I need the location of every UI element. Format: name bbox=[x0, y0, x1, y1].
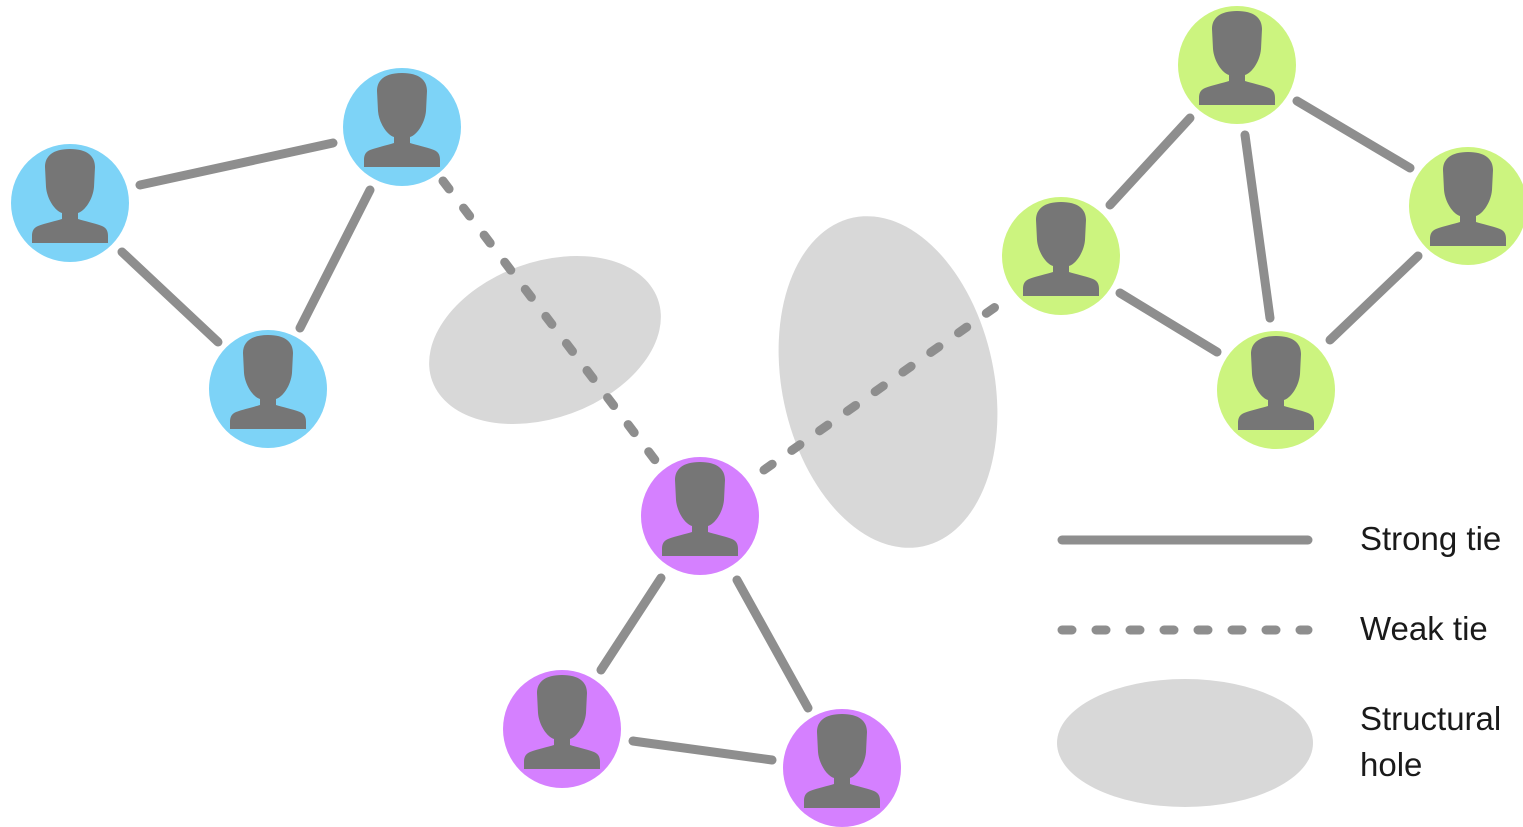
strong-tie bbox=[117, 247, 223, 347]
person-node bbox=[783, 709, 901, 827]
legend-structural-hole-label: Structural hole bbox=[1360, 700, 1502, 783]
legend bbox=[1057, 535, 1313, 807]
strong-tie bbox=[596, 573, 666, 675]
strong-tie bbox=[628, 736, 777, 765]
strong-tie bbox=[1325, 251, 1423, 345]
person-node bbox=[209, 330, 327, 448]
strong-tie bbox=[1240, 130, 1275, 323]
strong-tie bbox=[295, 185, 375, 333]
person-node bbox=[343, 68, 461, 186]
node-group-blue bbox=[11, 68, 461, 448]
person-node bbox=[641, 457, 759, 575]
person-node bbox=[1002, 197, 1120, 315]
person-node bbox=[11, 144, 129, 262]
person-node bbox=[1178, 6, 1296, 124]
person-node bbox=[1409, 147, 1523, 265]
node-group-purple bbox=[503, 457, 901, 827]
structural-hole bbox=[429, 255, 661, 425]
legend-strong-tie-label: Strong tie bbox=[1360, 520, 1502, 557]
person-node bbox=[1217, 331, 1335, 449]
structural-hole bbox=[778, 216, 998, 548]
person-node bbox=[503, 670, 621, 788]
strong-tie bbox=[1292, 96, 1415, 173]
strong-tie bbox=[1105, 113, 1195, 210]
strong-tie bbox=[135, 138, 338, 190]
weak-ties bbox=[438, 176, 1013, 475]
node-group-green bbox=[1002, 6, 1523, 449]
weak-tie bbox=[438, 176, 660, 465]
strong-tie bbox=[1115, 288, 1222, 357]
strong-tie bbox=[732, 575, 813, 713]
weak-tie bbox=[759, 293, 1013, 475]
strong-ties bbox=[117, 96, 1423, 765]
legend-weak-tie-label: Weak tie bbox=[1360, 610, 1488, 647]
legend-structural-hole-swatch bbox=[1057, 679, 1313, 807]
